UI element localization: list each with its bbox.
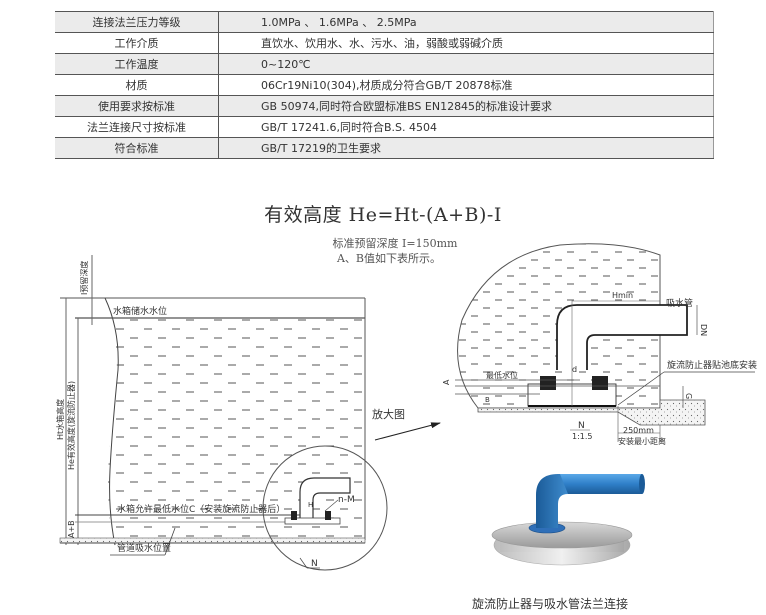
vortex-mount-label: 旋流防止器贴池底安装 bbox=[667, 359, 757, 371]
row-value: GB 50974,同时符合欧盟标准BS EN12845的标准设计要求 bbox=[218, 95, 714, 117]
row-label: 连接法兰压力等级 bbox=[55, 11, 219, 33]
row-label: 工作介质 bbox=[55, 32, 219, 54]
hmin-label: Hmin bbox=[612, 291, 633, 300]
zoom-arrow-icon bbox=[374, 422, 441, 441]
photo-caption: 旋流防止器与吸水管法兰连接 bbox=[472, 597, 629, 611]
row-value: GB/T 17241.6,同时符合B.S. 4504 bbox=[218, 116, 714, 138]
n-m-label: n-M bbox=[338, 495, 355, 505]
zoom-label: 放大图 bbox=[372, 407, 405, 421]
b-label: B bbox=[485, 396, 490, 404]
tank-diagram: I预留深度 Ht水箱高度 He有效高度(旋流防止器) A+B 水箱储水水位 水箱… bbox=[55, 255, 388, 571]
row-label: 工作温度 bbox=[55, 53, 219, 75]
d-label: d bbox=[572, 365, 577, 374]
detail-n-label: N bbox=[578, 421, 585, 431]
pipe-position-label: 管道吸水位置 bbox=[117, 542, 171, 554]
row-label: 符合标准 bbox=[55, 137, 219, 159]
min-level-label: 水箱允许最低水位C（安装旋流防止器后） bbox=[117, 503, 285, 515]
detail-diagram: Hmin 吸水管 DN 旋流防止器贴池底安装 最低水位 A B d G N 1:… bbox=[442, 243, 757, 446]
vortex-preventer-photo bbox=[491, 474, 645, 566]
suction-pipe-label: 吸水管 bbox=[666, 297, 693, 309]
h-label: H bbox=[308, 501, 313, 509]
detail-min-level-label: 最低水位 bbox=[486, 370, 518, 380]
diagram-subtitle-reserve: 标准预留深度 I=150mm bbox=[332, 237, 458, 250]
table-row: 工作介质直饮水、饮用水、水、污水、油，弱酸或弱碱介质 bbox=[55, 32, 714, 54]
a-plus-b-label: A+B bbox=[67, 520, 76, 538]
row-value: 06Cr19Ni10(304),材质成分符合GB/T 20878标准 bbox=[218, 74, 714, 96]
storage-level-label: 水箱储水水位 bbox=[113, 305, 167, 317]
a-label: A bbox=[442, 379, 451, 385]
ratio-label: 1:1.5 bbox=[572, 432, 593, 441]
min-distance-label: 安装最小距离 bbox=[618, 436, 666, 446]
n-label: N bbox=[311, 559, 318, 569]
diagram-title: 有效高度 He=Ht-(A+B)-I bbox=[264, 204, 502, 226]
row-value: 0~120℃ bbox=[218, 53, 714, 75]
distance-label: 250mm bbox=[623, 426, 654, 435]
diagram-subtitle-ab: A、B值如下表所示。 bbox=[336, 252, 442, 265]
row-label: 材质 bbox=[55, 74, 219, 96]
tank-height-label: Ht水箱高度 bbox=[55, 399, 65, 440]
dn-label: DN bbox=[699, 324, 708, 336]
g-label: G bbox=[684, 393, 693, 399]
effective-height-label: He有效高度(旋流防止器) bbox=[66, 381, 76, 470]
row-label: 法兰连接尺寸按标准 bbox=[55, 116, 219, 138]
row-value: GB/T 17219的卫生要求 bbox=[218, 137, 714, 159]
reserve-depth-label: I预留深度 bbox=[79, 261, 89, 295]
row-value: 直饮水、饮用水、水、污水、油，弱酸或弱碱介质 bbox=[218, 32, 714, 54]
